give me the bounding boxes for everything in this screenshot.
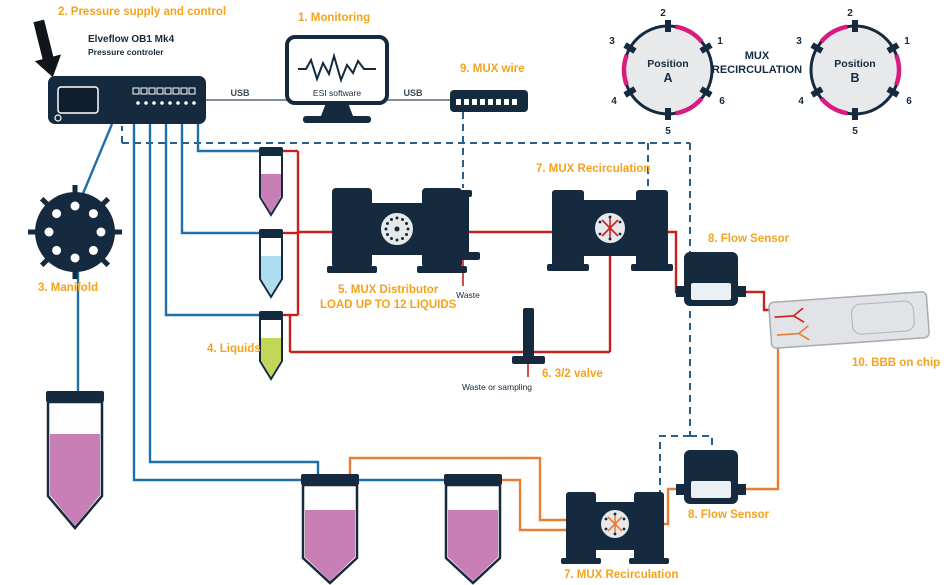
supply-arrow-icon <box>33 19 62 78</box>
label-mux-distributor: 5. MUX Distributor <box>338 284 439 296</box>
valve-b-port-label: 6 <box>906 96 912 107</box>
valve-a-flow-arcs <box>621 24 704 116</box>
label-flow-sensor-top: 8. Flow Sensor <box>708 233 790 245</box>
valve-b-title: Position <box>834 58 875 70</box>
controller-subtitle: Pressure controler <box>88 47 164 57</box>
manifold <box>28 185 122 279</box>
manifold-ports <box>44 201 106 263</box>
controller-screen <box>57 86 99 114</box>
valve-a-port-label: 6 <box>719 96 725 107</box>
valve-b-port-label: 3 <box>796 36 802 47</box>
valve-b-port-label: 5 <box>852 126 858 137</box>
usb-label-right: USB <box>403 88 423 98</box>
label-32-valve: 6. 3/2 valve <box>542 368 603 380</box>
flow-sensor-top <box>676 252 746 306</box>
valve-position-b <box>809 20 902 120</box>
valve-b-port-label: 2 <box>847 8 853 19</box>
label-liquids: 4. Liquids <box>207 343 261 355</box>
mux-header-line1: MUX <box>745 50 770 62</box>
three-two-valve <box>512 308 545 364</box>
mux-recirculation-top <box>547 190 673 271</box>
flow-sensor-bottom-screen <box>691 481 731 498</box>
label-manifold: 3. Manifold <box>38 282 98 294</box>
valve-a-port-label: 3 <box>609 36 615 47</box>
valve-b-port-label: 1 <box>904 36 910 47</box>
chip-channels <box>774 307 810 341</box>
valve-b-port-stubs <box>810 20 900 120</box>
label-waste-or-sampling: Waste or sampling <box>462 382 532 392</box>
valve-a-port-label: 2 <box>660 8 666 19</box>
pressure-controller <box>48 76 206 124</box>
recirculation-tubing <box>348 340 780 532</box>
label-mux-recirc-top: 7. MUX Recirculation <box>536 163 650 175</box>
valve-a-port-label: 4 <box>611 96 617 107</box>
controller-ports <box>132 87 196 105</box>
valve-a-port-stubs <box>623 20 713 120</box>
label-waste: Waste <box>456 290 480 300</box>
label-load-up: LOAD UP TO 12 LIQUIDS <box>320 299 457 311</box>
monitor <box>285 35 389 123</box>
controller-name: Elveflow OB1 Mk4 <box>88 34 175 45</box>
waste-tee <box>447 190 480 260</box>
valve-a-letter: A <box>663 71 672 85</box>
mux-wire-box <box>450 90 528 112</box>
label-mux-recirc-bottom: 7. MUX Recirculation <box>564 569 678 581</box>
pressure-tubing <box>76 122 444 482</box>
mux-recirculation-bottom <box>561 492 669 564</box>
valve-b-port-label: 4 <box>798 96 804 107</box>
mux-header-line2: RECIRCULATION <box>712 64 802 76</box>
liquid-vial-3 <box>259 311 283 381</box>
valve-position-a <box>621 20 714 120</box>
mux-distributor <box>327 188 467 273</box>
liquid-vial-1 <box>259 147 283 217</box>
label-flow-sensor-bottom: 8. Flow Sensor <box>688 509 770 521</box>
esi-waveform-icon <box>298 52 376 84</box>
monitor-stand <box>321 103 353 116</box>
label-pressure-supply: 2. Pressure supply and control <box>58 6 226 18</box>
controller-led <box>54 114 62 122</box>
usb-label-left: USB <box>230 88 250 98</box>
label-mux-wire: 9. MUX wire <box>460 63 525 75</box>
reservoir-vial-2 <box>444 474 502 585</box>
label-bbb-chip: 10. BBB on chip <box>852 357 940 369</box>
reservoir-vial-large <box>46 391 104 530</box>
liquid-vial-2 <box>259 229 283 299</box>
valve-a-port-label: 5 <box>665 126 671 137</box>
valve-a-title: Position <box>647 58 688 70</box>
valve-b-letter: B <box>850 71 859 85</box>
valve-b-flow-arcs <box>819 24 902 116</box>
chip-well <box>850 300 915 335</box>
valve-a-port-label: 1 <box>717 36 723 47</box>
manifold-stubs <box>28 185 122 279</box>
flow-sensor-bottom <box>676 450 746 504</box>
flow-sensor-top-screen <box>691 283 731 300</box>
label-monitoring: 1. Monitoring <box>298 12 370 24</box>
bbb-chip <box>768 291 930 349</box>
reservoir-vial-1 <box>301 474 359 585</box>
esi-software-label: ESI software <box>313 88 361 98</box>
